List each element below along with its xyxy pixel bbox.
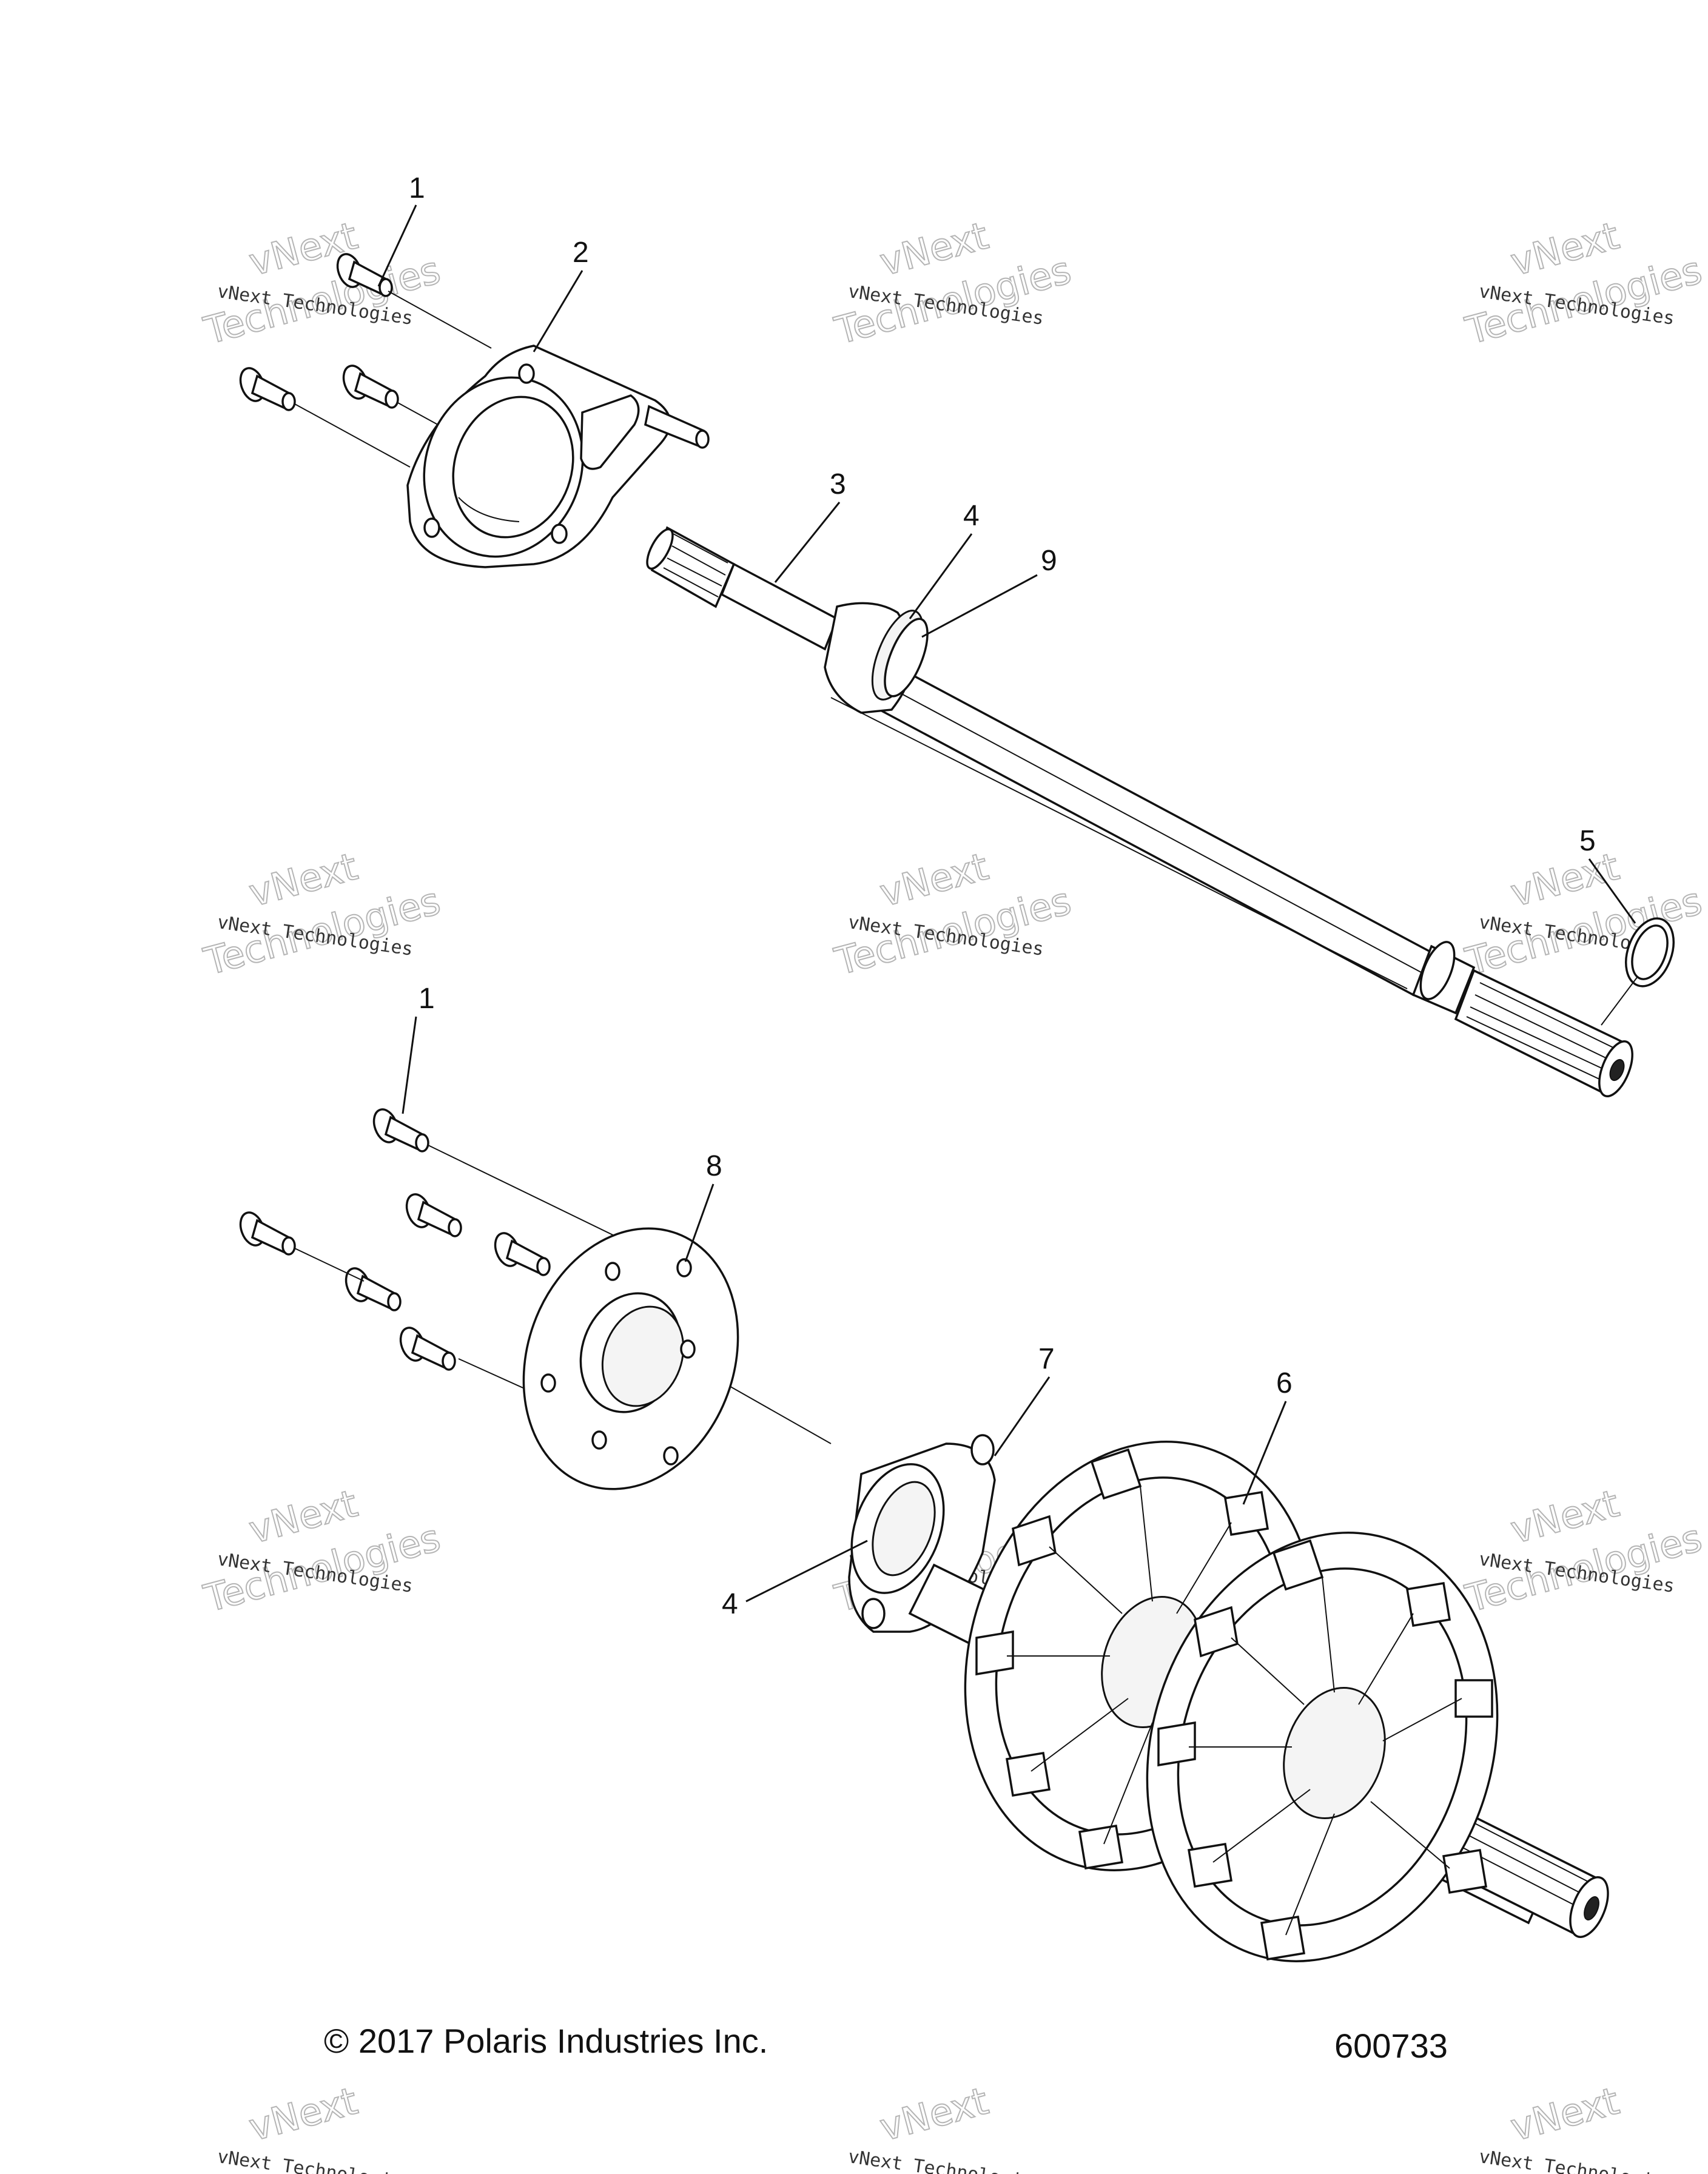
bearing-plate bbox=[522, 1227, 739, 1490]
callout-label: 7 bbox=[1038, 1343, 1055, 1375]
svg-text:vNext: vNext bbox=[1506, 2079, 1624, 2150]
svg-text:vNext: vNext bbox=[875, 2079, 993, 2150]
rivet bbox=[342, 365, 399, 409]
rivet bbox=[399, 1327, 456, 1371]
svg-text:vNext Technologies: vNext Technologies bbox=[1478, 2146, 1676, 2174]
callout-label: 4 bbox=[722, 1588, 738, 1620]
rivet bbox=[405, 1193, 462, 1237]
rivet bbox=[372, 1108, 429, 1153]
callout-label: 3 bbox=[830, 468, 846, 500]
watermark: vNext Technologies vNext Technologies bbox=[199, 844, 446, 984]
callout-label: 4 bbox=[963, 500, 980, 532]
callout-label: 5 bbox=[1579, 825, 1596, 857]
callout-label: 9 bbox=[1041, 545, 1057, 577]
rivet bbox=[336, 253, 393, 297]
watermark: vNext Technologies vNext Technologies bbox=[1461, 1481, 1707, 1621]
drive-shaft bbox=[646, 526, 1633, 1098]
callout-label: 8 bbox=[706, 1150, 722, 1182]
watermark: vNext Technologies vNext Technologies bbox=[199, 1481, 446, 1621]
rivet bbox=[239, 1211, 296, 1256]
watermark: vNext Technologies vNext Technologies bbox=[830, 213, 1077, 354]
bearing-flange bbox=[406, 345, 710, 568]
watermark: vNext vNext Technologies bbox=[847, 2078, 1045, 2174]
watermark: vNext Technologies vNext Technologies bbox=[830, 844, 1077, 984]
svg-text:vNext: vNext bbox=[244, 2079, 362, 2150]
callout-label: 2 bbox=[573, 237, 589, 269]
leader-lines bbox=[377, 204, 1636, 1603]
svg-text:vNext Technologies: vNext Technologies bbox=[847, 2146, 1045, 2174]
callout-label: 1 bbox=[419, 983, 435, 1015]
watermark: vNext Technologies vNext Technologies bbox=[199, 213, 446, 354]
watermark: vNext vNext Technologies bbox=[1478, 2078, 1676, 2174]
drive-sprocket bbox=[964, 1441, 1499, 1962]
callout-label: 1 bbox=[409, 172, 425, 204]
watermark: vNext vNext Technologies bbox=[216, 2078, 414, 2174]
svg-text:vNext Technologies: vNext Technologies bbox=[216, 2146, 414, 2174]
callout-label: 6 bbox=[1276, 1367, 1293, 1399]
snap-ring bbox=[1625, 917, 1675, 988]
rivet bbox=[494, 1232, 551, 1276]
figure-number: 600733 bbox=[1334, 2027, 1448, 2065]
rivet bbox=[345, 1267, 402, 1311]
watermark: vNext Technologies vNext Technologies bbox=[1461, 213, 1707, 354]
copyright-text: © 2017 Polaris Industries Inc. bbox=[324, 2022, 768, 2060]
rivet bbox=[239, 367, 296, 411]
